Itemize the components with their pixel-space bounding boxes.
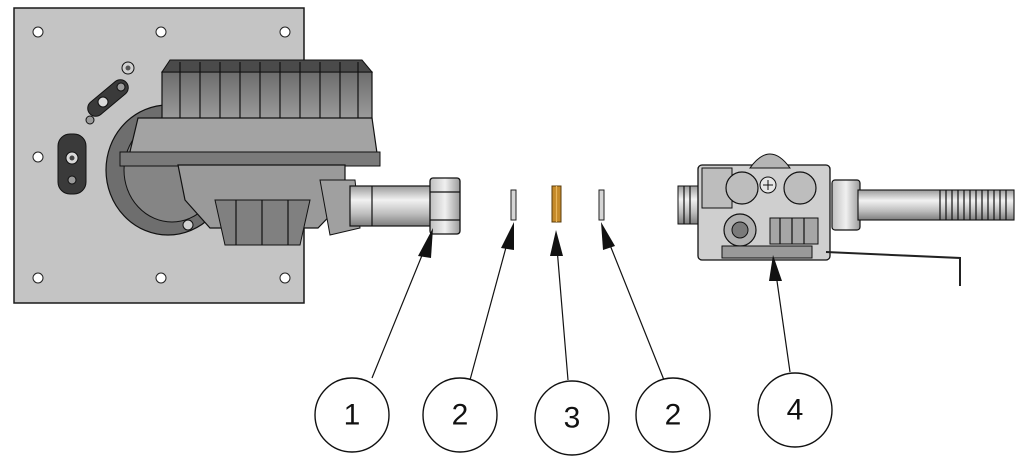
callout-4: 4: [757, 372, 833, 448]
pipe-threads: [939, 190, 1007, 220]
callout-3: 3: [534, 380, 610, 456]
washer-right: [598, 189, 605, 221]
leader-line-3: [550, 230, 569, 381]
slotted-bracket-lower: [57, 115, 95, 195]
leader-line-1: [371, 228, 433, 379]
callout-2a-label: 2: [452, 399, 469, 432]
callout-2b: 2: [635, 377, 711, 453]
callout-2b-label: 2: [665, 399, 682, 432]
callout-2a: 2: [422, 377, 498, 453]
callout-4-label: 4: [787, 394, 804, 427]
callout-1-label: 1: [344, 399, 361, 432]
blower-assembly: [105, 59, 381, 246]
callout-3-label: 3: [564, 402, 581, 435]
washer-left: [510, 189, 517, 221]
inlet-pipe: [349, 185, 436, 227]
cover-ribs: [179, 62, 359, 120]
leader-line-2a: [469, 222, 514, 381]
gas-valve-assembly: [677, 153, 1015, 286]
slotted-bracket-upper: [87, 61, 135, 117]
washer-brass: [551, 185, 562, 223]
leader-line-2b: [601, 222, 665, 381]
plate-holes: [32, 26, 291, 284]
callout-1: 1: [314, 377, 390, 453]
union-nut: [429, 177, 461, 235]
leader-line-4: [769, 255, 791, 373]
